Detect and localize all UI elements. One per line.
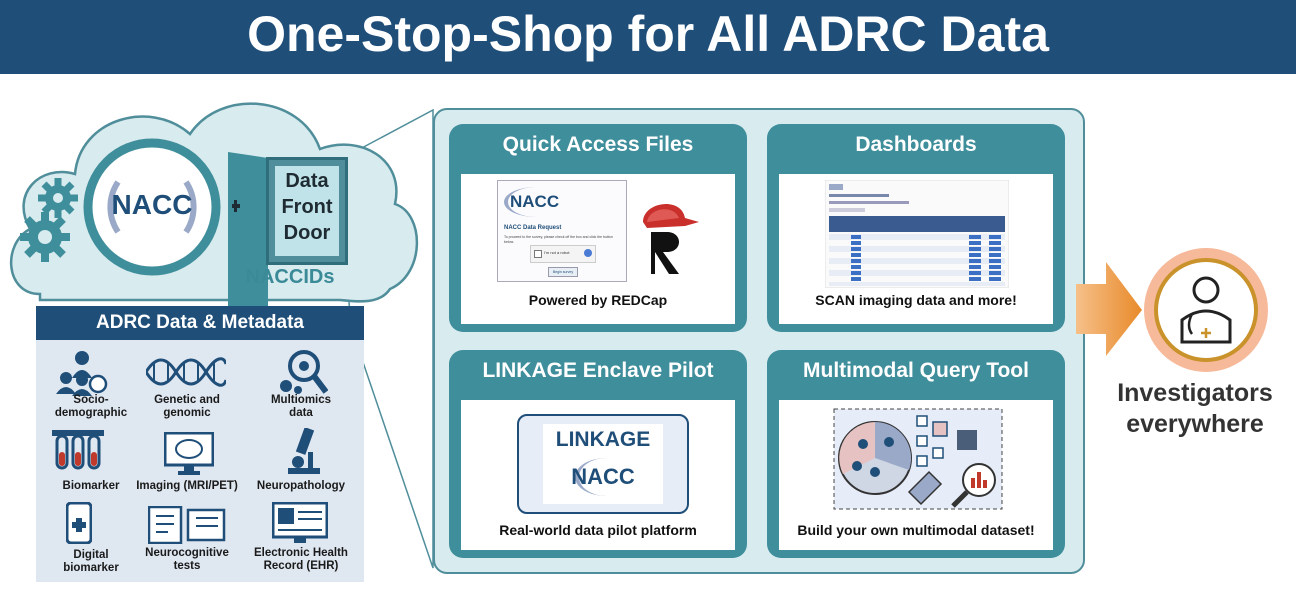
label-line: Digital (73, 549, 109, 561)
card-caption: Powered by REDCap (528, 292, 668, 308)
label-line: Neurocognitive (145, 547, 229, 559)
card-title: Dashboards (855, 133, 977, 156)
dashboard-table-screenshot (825, 180, 1009, 288)
recaptcha-icon (584, 249, 592, 257)
card-body: NACC NACC Data Request To proceed to the… (461, 174, 735, 324)
card-caption: SCAN imaging data and more! (815, 292, 1017, 308)
label-line: Neuropathology (256, 480, 346, 492)
card-linkage-enclave[interactable]: LINKAGE Enclave Pilot LINKAGE NACC Real-… (449, 350, 747, 558)
investigators-line-2: everywhere (1126, 410, 1264, 438)
label-line: biomarker (63, 562, 119, 574)
dna-icon (146, 357, 226, 387)
label-line: demographic (54, 407, 128, 419)
investigators-label: Investigators everywhere (1110, 378, 1280, 440)
test-tubes-icon (52, 430, 104, 470)
label-line: genomic (163, 407, 211, 419)
metadata-label-biomarker: Biomarker (36, 480, 146, 493)
label-line: Imaging (MRI/PET) (136, 480, 238, 492)
card-body: LINKAGE NACC Real-world data pilot platf… (461, 400, 735, 550)
form-note: To proceed to the survey, please check o… (504, 235, 613, 244)
header-banner (0, 0, 1296, 74)
magnifier-gears-icon (280, 350, 328, 394)
card-title: Quick Access Files (502, 133, 694, 156)
card-dashboards[interactable]: Dashboards SCAN imaging data and more! (767, 124, 1065, 332)
redcap-form-screenshot: NACC NACC Data Request To proceed to the… (497, 180, 627, 282)
card-quick-access-files[interactable]: Quick Access Files NACC NACC Data Reques… (449, 124, 747, 332)
metadata-label-multiomics: Multiomics data (246, 394, 356, 420)
label-line: tests (173, 560, 201, 572)
arrow-right-icon (1076, 262, 1142, 356)
captcha-label: I'm not a robot (544, 250, 570, 255)
test-sheets-icon (148, 506, 226, 544)
metadata-label-ehr: Electronic Health Record (EHR) (246, 547, 356, 573)
naccids-label: NACCIDs (245, 266, 335, 288)
linkage-logo-box: LINKAGE NACC (517, 414, 689, 514)
services-panel: Quick Access Files NACC NACC Data Reques… (433, 108, 1085, 574)
linkage-logo-top: LINKAGE (555, 428, 651, 451)
card-body: Build your own multimodal dataset! (779, 400, 1053, 550)
ehr-monitor-icon (272, 502, 328, 543)
people-icon (56, 351, 108, 396)
investigator-icon (1144, 248, 1268, 372)
form-heading: NACC Data Request (504, 225, 562, 231)
card-multimodal-query[interactable]: Multimodal Query Tool Build your own mul… (767, 350, 1065, 558)
metadata-label-imaging: Imaging (MRI/PET) (132, 480, 242, 493)
card-caption: Build your own multimodal dataset! (797, 522, 1035, 538)
multimodal-graphic (833, 408, 1003, 510)
label-line: Biomarker (62, 480, 120, 492)
redcap-logo-icon (643, 204, 699, 274)
captcha-checkbox[interactable] (534, 250, 542, 258)
label-line: Multiomics (270, 394, 332, 406)
label-line: Socio- (73, 394, 109, 406)
linkage-logo-bottom: NACC (571, 464, 635, 489)
door-line-1: Data (285, 170, 329, 192)
metadata-label-digital-biomarker: Digital biomarker (36, 549, 146, 575)
metadata-label-sociodemographic: Socio- demographic (36, 394, 146, 420)
label-line: Genetic and (154, 394, 220, 406)
card-title: Multimodal Query Tool (803, 359, 1029, 382)
door-line-2: Front (281, 196, 333, 218)
label-line: Electronic Health (254, 547, 348, 559)
smartphone-icon (66, 502, 92, 544)
data-front-door (266, 157, 348, 265)
card-caption: Real-world data pilot platform (499, 522, 697, 538)
brain-monitor-icon (164, 432, 214, 475)
captcha-box[interactable]: I'm not a robot (530, 245, 596, 263)
investigators-line-1: Investigators (1117, 379, 1273, 407)
page-title: One-Stop-Shop for All ADRC Data (247, 6, 1049, 62)
gears-icon (20, 178, 78, 262)
label-line: Record (EHR) (263, 560, 339, 572)
label-line: data (289, 407, 313, 419)
nacc-logo-text: NACC (111, 189, 193, 220)
card-title: LINKAGE Enclave Pilot (482, 359, 714, 382)
metadata-title: ADRC Data & Metadata (36, 306, 364, 340)
form-logo: NACC (510, 192, 560, 211)
metadata-label-neurocognitive: Neurocognitive tests (132, 547, 242, 573)
door-label: Data Front Door (266, 168, 348, 246)
nacc-logo-circle (83, 138, 221, 276)
adrc-metadata-box: ADRC Data & Metadata Socio- demographic … (36, 306, 364, 582)
cloud-graphic (9, 102, 434, 569)
begin-survey-button[interactable]: Begin survey (548, 267, 578, 277)
microscope-icon (288, 428, 320, 474)
card-body: SCAN imaging data and more! (779, 174, 1053, 324)
metadata-label-neuropathology: Neuropathology (246, 480, 356, 493)
door-line-3: Door (283, 222, 331, 244)
metadata-label-genetic: Genetic and genomic (132, 394, 242, 420)
